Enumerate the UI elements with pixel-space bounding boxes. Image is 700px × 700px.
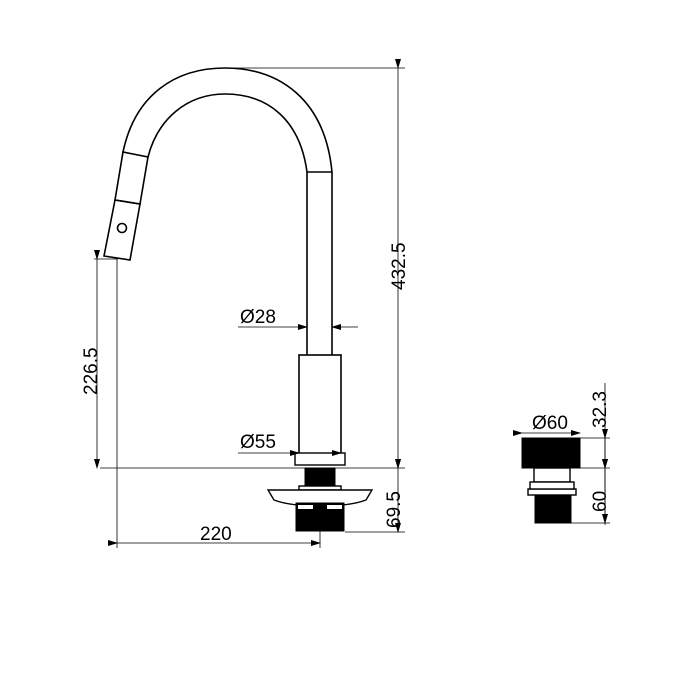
dimension-base-diameter: Ø55 — [238, 432, 345, 456]
svg-text:220: 220 — [200, 524, 232, 545]
svg-text:226.5: 226.5 — [81, 347, 102, 395]
dimension-reach: 220 — [108, 259, 321, 548]
dimension-outlet-height: 226.5 — [81, 250, 118, 469]
dimension-side-diameter: Ø60 — [513, 413, 581, 436]
svg-text:69.5: 69.5 — [384, 491, 405, 528]
spray-head — [103, 151, 149, 261]
svg-text:Ø60: Ø60 — [532, 413, 568, 434]
side-detail-part — [521, 437, 581, 524]
svg-text:32.3: 32.3 — [590, 391, 611, 428]
dimension-below-deck: 69.5 — [345, 459, 405, 533]
svg-text:60: 60 — [590, 491, 611, 512]
svg-text:Ø28: Ø28 — [240, 307, 276, 328]
dimension-total-height: 432.5 — [389, 59, 410, 469]
dimension-body-diameter: Ø28 — [238, 307, 358, 330]
svg-text:Ø55: Ø55 — [240, 432, 276, 453]
faucet-body — [294, 354, 346, 466]
svg-text:432.5: 432.5 — [389, 242, 410, 290]
dimension-side-heights: 32.3 60 — [571, 383, 611, 525]
mounting-hardware — [266, 467, 374, 532]
faucet-spout — [122, 67, 405, 355]
spray-button-icon — [116, 222, 128, 234]
